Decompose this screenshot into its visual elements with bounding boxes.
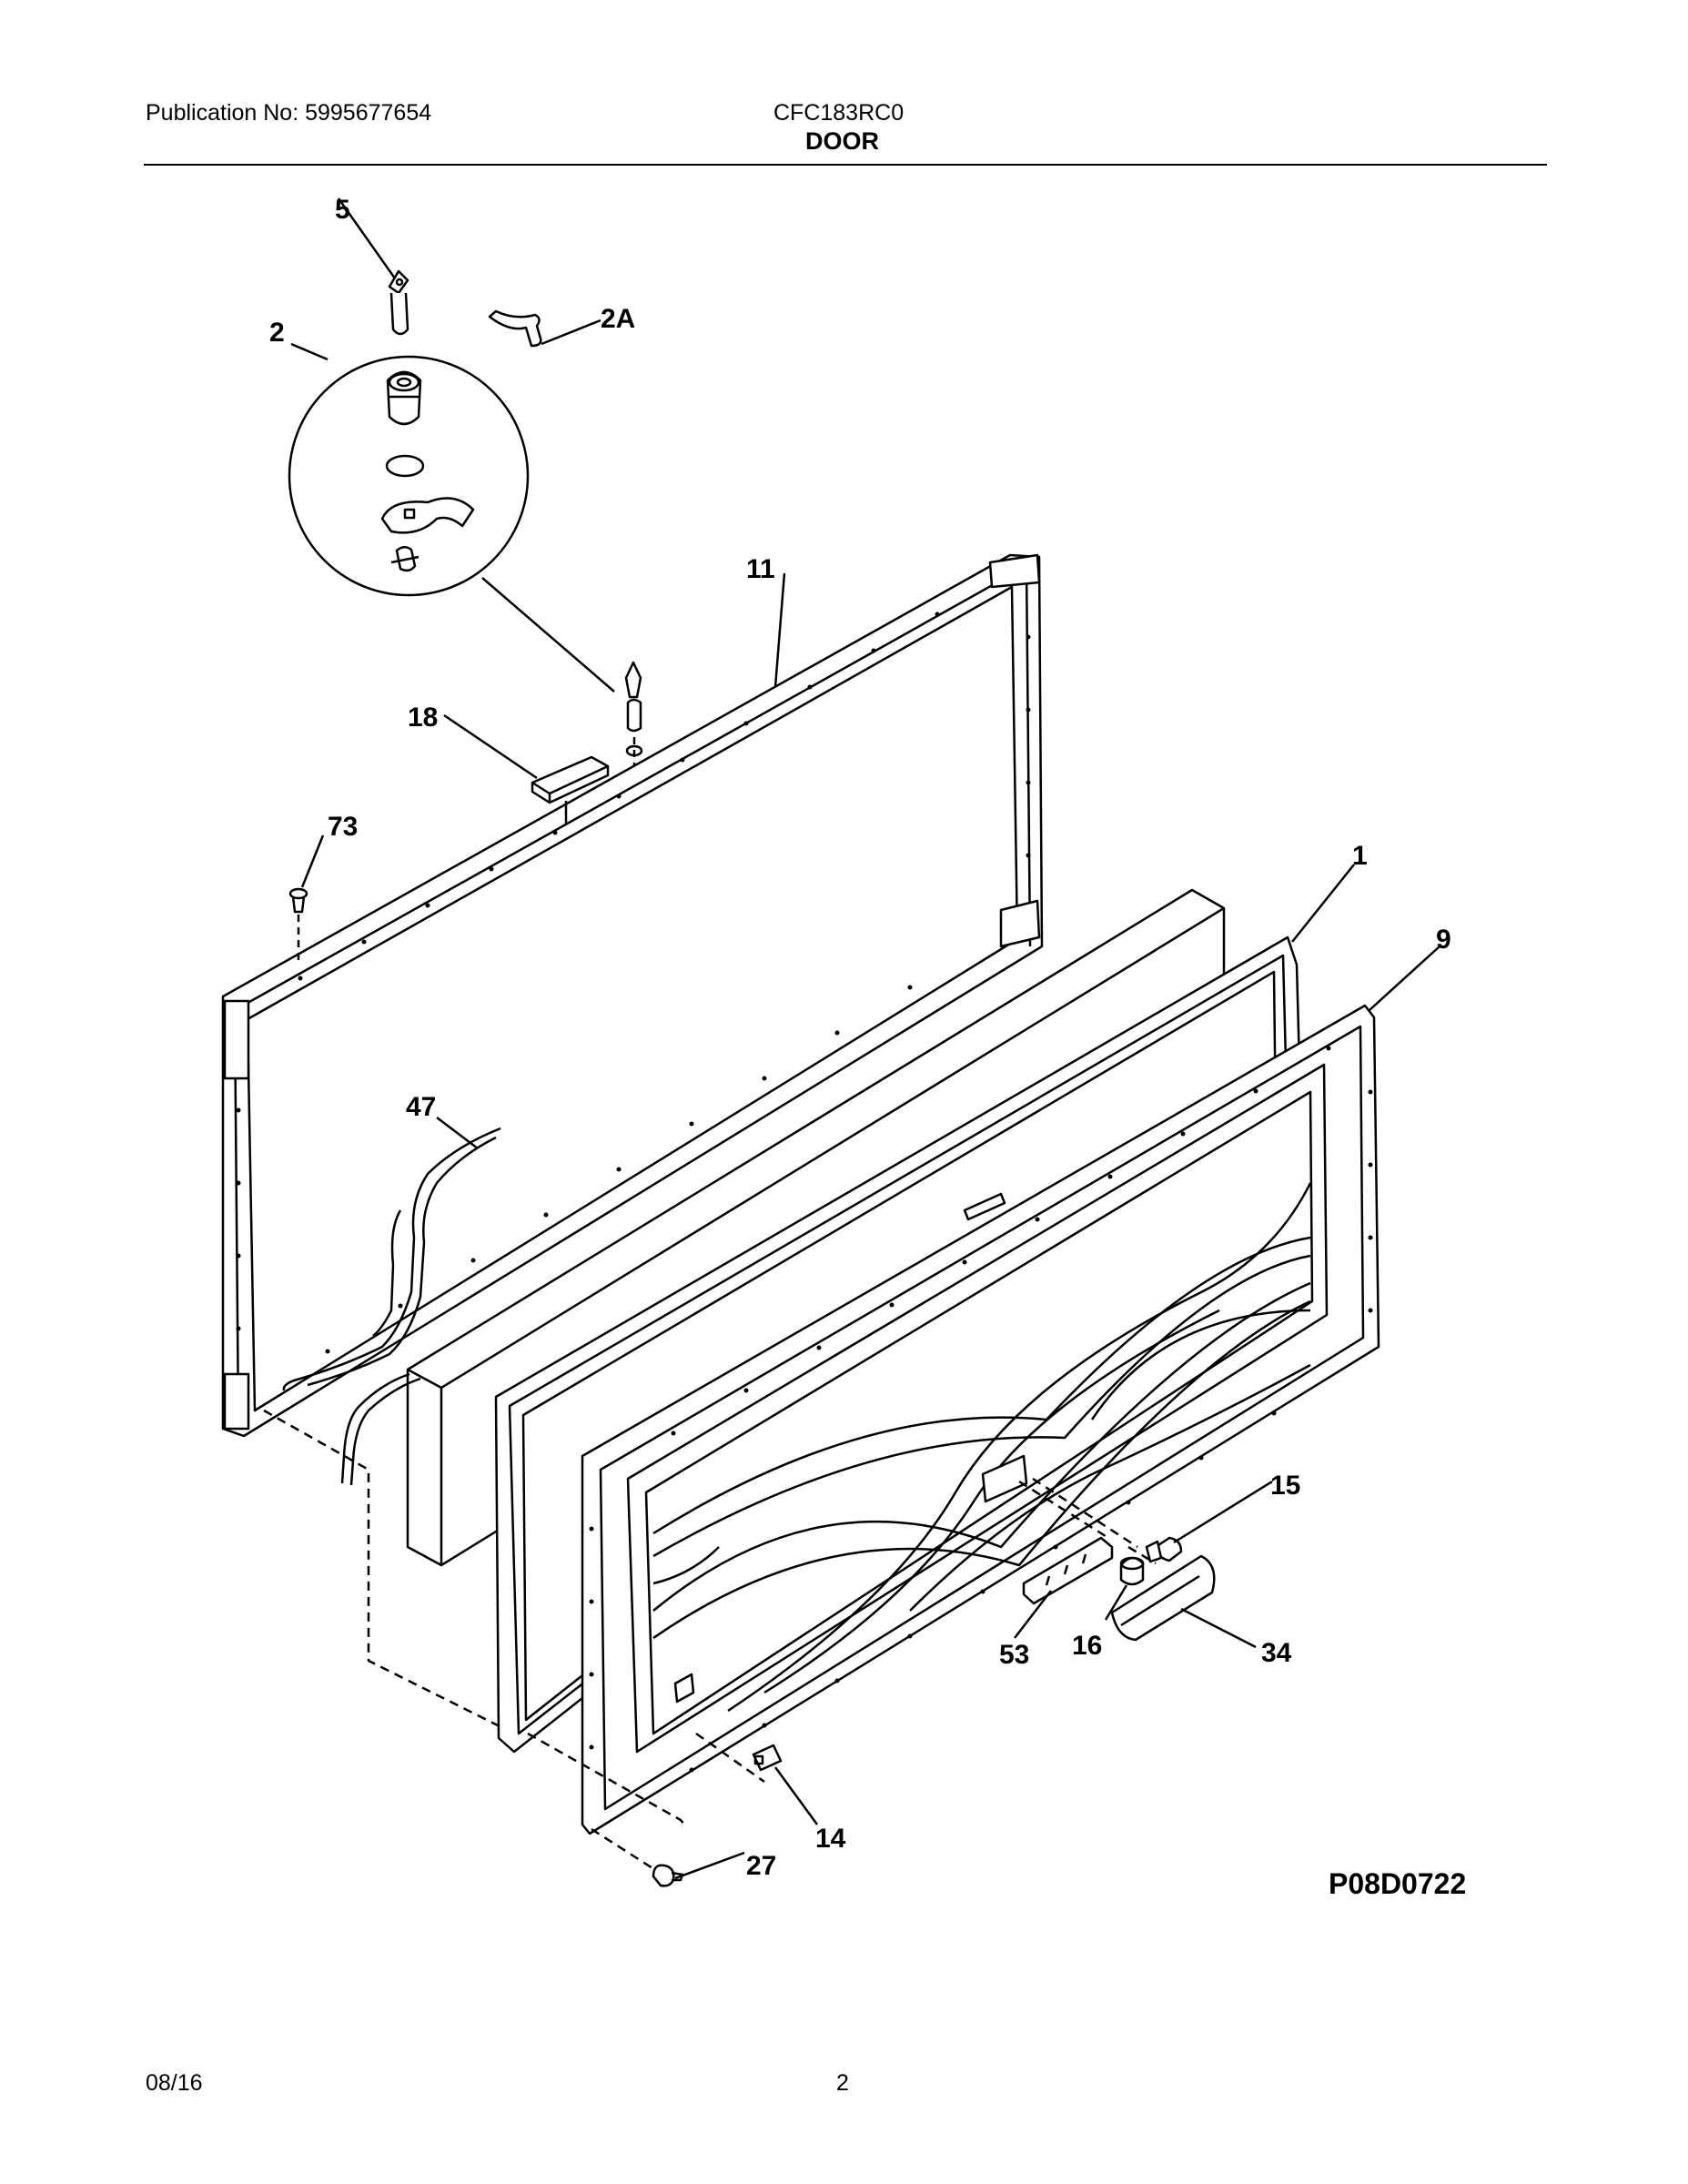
callout-34: 34 (1261, 1638, 1292, 1668)
section-title: DOOR (805, 127, 879, 155)
leader-53 (1014, 1590, 1052, 1639)
callout-5: 5 (335, 195, 350, 225)
callout-18: 18 (408, 703, 438, 733)
leader-34 (1180, 1607, 1257, 1649)
footer-date: 08/16 (146, 2070, 203, 2096)
callout-11: 11 (746, 554, 775, 584)
leader-2 (290, 342, 329, 361)
light-cover-handle-part (1110, 1554, 1216, 1642)
callout-47: 47 (406, 1092, 436, 1122)
leader-27 (674, 1851, 745, 1880)
leader-5 (337, 197, 397, 279)
callout-15: 15 (1270, 1471, 1300, 1501)
callout-14: 14 (815, 1824, 846, 1854)
leader-11 (773, 572, 786, 688)
frame-screw-part (288, 887, 308, 914)
panel-screw-holes (589, 1046, 1373, 1773)
callout-9: 9 (1436, 925, 1451, 955)
leader-15 (1173, 1480, 1273, 1544)
callout-53: 53 (999, 1640, 1029, 1670)
wire-harness-part (282, 1127, 501, 1486)
leader-2a (541, 318, 601, 346)
callout-27: 27 (746, 1851, 776, 1881)
publication-number: Publication No: 5995677654 (146, 100, 432, 126)
light-switch-part (752, 1744, 783, 1772)
page-number: 2 (836, 2070, 849, 2096)
inner-door-panel (581, 1004, 1380, 1835)
leader-1 (1291, 864, 1355, 943)
lock-retainer-clip-part (488, 309, 542, 348)
drain-plug-part (652, 1864, 684, 1887)
lamp-socket-part (1119, 1556, 1145, 1586)
callout-73: 73 (328, 812, 358, 842)
lamp-bulb-part (1145, 1536, 1183, 1563)
callout-2: 2 (269, 318, 285, 348)
leader-9 (1369, 945, 1440, 1011)
callout-1: 1 (1352, 841, 1368, 871)
leader-47 (436, 1117, 479, 1149)
leader-detail (481, 577, 615, 693)
door-liner-frame (221, 553, 1044, 1438)
switch-cover-part (531, 755, 610, 824)
header-rule (144, 164, 1547, 166)
callout-2a: 2A (601, 304, 635, 334)
lock-detail-circle (288, 355, 530, 597)
leader-18 (443, 713, 538, 780)
leader-16 (1104, 1584, 1128, 1621)
frame-rivets (236, 612, 1031, 1354)
diagram-code: P08D0722 (1329, 1867, 1467, 1900)
leader-14 (773, 1766, 819, 1825)
leader-73 (300, 834, 325, 888)
lock-key-part (388, 269, 409, 336)
model-number: CFC183RC0 (773, 100, 905, 126)
light-bracket-part (1022, 1536, 1114, 1605)
assembly-dashed-lines (263, 1409, 1157, 1875)
callout-16: 16 (1072, 1631, 1102, 1661)
